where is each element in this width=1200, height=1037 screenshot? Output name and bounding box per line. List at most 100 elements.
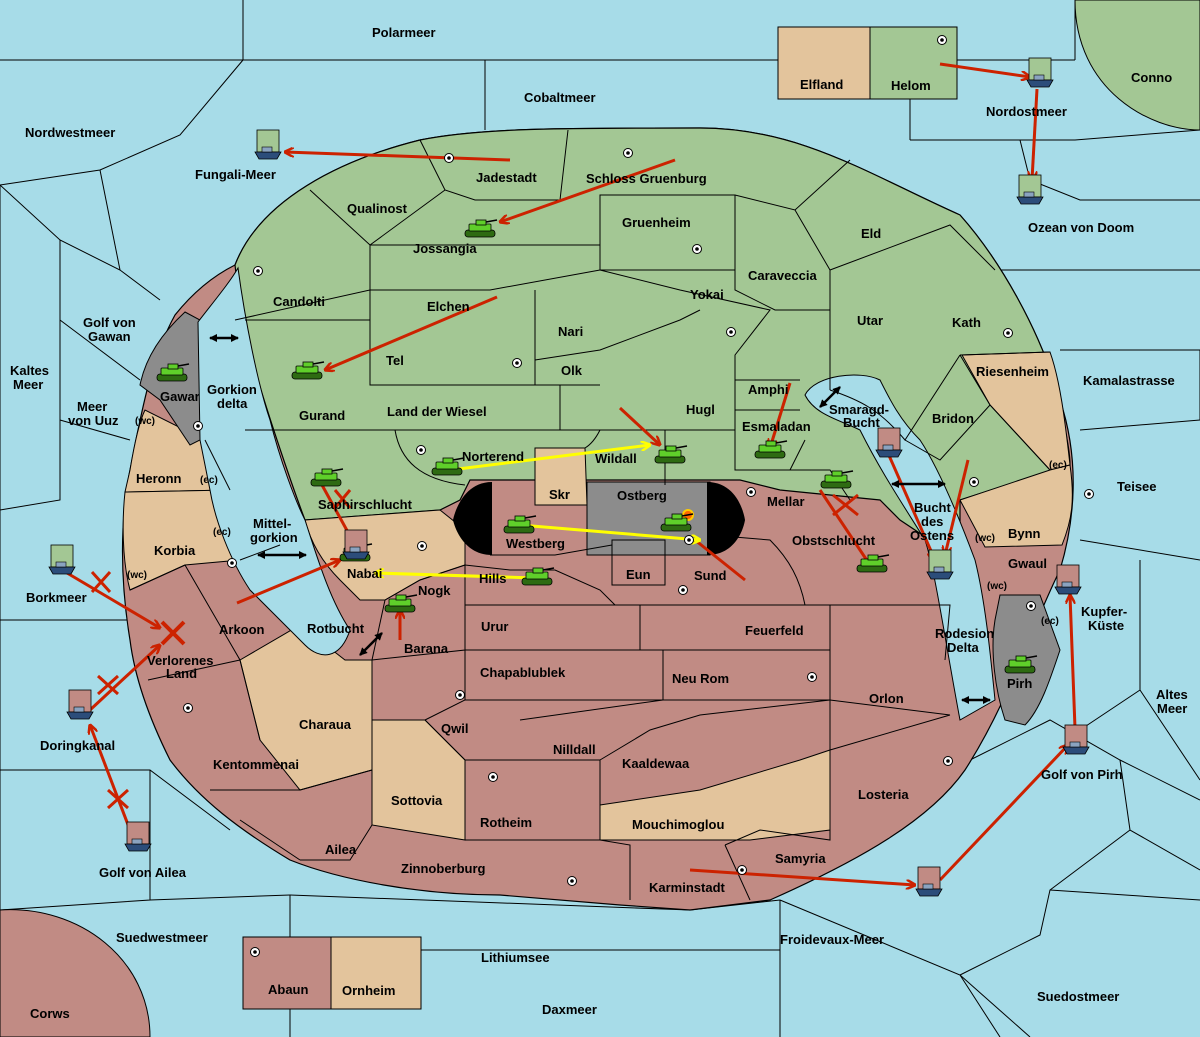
- tank-icon[interactable]: [291, 361, 325, 380]
- label-golf-von-pirh: Golf von Pirh: [1041, 767, 1123, 782]
- tank-icon[interactable]: [156, 363, 190, 382]
- label-heronn: Heronn: [136, 471, 182, 486]
- region-elfland[interactable]: [777, 26, 871, 100]
- supply-center-icon: [678, 585, 688, 595]
- supply-center-icon: [227, 558, 237, 568]
- label-golf-von-gawan-2: Gawan: [88, 329, 131, 344]
- supply-centers: [183, 35, 1094, 957]
- label-helom: Helom: [891, 78, 931, 93]
- region-sottovia[interactable]: [371, 719, 466, 841]
- label-fungali-meer: Fungali-Meer: [195, 167, 276, 182]
- label-tel: Tel: [386, 353, 404, 368]
- fleet-icon[interactable]: [1016, 174, 1044, 205]
- coast-korbia-ec: (ec): [213, 527, 231, 538]
- label-teisee: Teisee: [1117, 479, 1157, 494]
- label-ozean-von-doom: Ozean von Doom: [1028, 220, 1134, 235]
- fleet-icon[interactable]: [66, 689, 94, 720]
- tank-icon[interactable]: [754, 440, 788, 459]
- tank-icon[interactable]: [521, 567, 555, 586]
- tank-icon[interactable]: [820, 470, 854, 489]
- label-smaragd-bucht-2: Bucht: [843, 415, 881, 430]
- label-amphi: Amphi: [748, 382, 788, 397]
- label-bucht-des-ostens-2: des: [921, 514, 943, 529]
- label-golf-von-ailea: Golf von Ailea: [99, 865, 187, 880]
- land-borders: [129, 129, 1051, 901]
- coast-bynn-wc: (wc): [975, 533, 995, 544]
- label-polarmeer: Polarmeer: [372, 25, 436, 40]
- supply-center-icon: [623, 148, 633, 158]
- fleet-icon[interactable]: [926, 549, 954, 580]
- supply-center-icon: [183, 703, 193, 713]
- fleet-icon[interactable]: [1054, 564, 1082, 595]
- label-smaragd-bucht-1: Smaragd-: [829, 402, 889, 417]
- label-mouchimoglou: Mouchimoglou: [632, 817, 724, 832]
- label-gruenheim: Gruenheim: [622, 215, 691, 230]
- region-bynn[interactable]: [959, 464, 1073, 548]
- label-mellar: Mellar: [767, 494, 805, 509]
- supply-center-icon: [567, 876, 577, 886]
- label-candolti: Candolti: [273, 294, 325, 309]
- label-charaua: Charaua: [299, 717, 352, 732]
- supply-center-icon: [746, 487, 756, 497]
- label-nogk: Nogk: [418, 583, 451, 598]
- region-corws[interactable]: [0, 909, 151, 1037]
- fleet-icon[interactable]: [1026, 57, 1054, 88]
- label-qualinost: Qualinost: [347, 201, 408, 216]
- tank-icon[interactable]: [384, 594, 418, 613]
- label-skr: Skr: [549, 487, 570, 502]
- label-rotbucht: Rotbucht: [307, 621, 365, 636]
- label-elfland: Elfland: [800, 77, 843, 92]
- fleet-icon[interactable]: [1062, 724, 1090, 755]
- label-land-der-wiesel: Land der Wiesel: [387, 404, 487, 419]
- tank-icon[interactable]: [654, 445, 688, 464]
- label-caraveccia: Caraveccia: [748, 268, 817, 283]
- inner-sea-gorkion[interactable]: [197, 266, 351, 656]
- supply-center-icon: [488, 772, 498, 782]
- label-jadestadt: Jadestadt: [476, 170, 537, 185]
- label-bucht-des-ostens-3: Ostens: [910, 528, 954, 543]
- label-verlorenes-land-2: Land: [166, 666, 197, 681]
- fleet-icon[interactable]: [342, 529, 370, 560]
- tank-icon[interactable]: [856, 554, 890, 573]
- label-bridon: Bridon: [932, 411, 974, 426]
- fleet-icon[interactable]: [254, 129, 282, 160]
- tank-icon[interactable]: [464, 219, 498, 238]
- supply-center-icon: [455, 690, 465, 700]
- supply-center-icon: [250, 947, 260, 957]
- fleet-icon[interactable]: [124, 821, 152, 852]
- label-sund: Sund: [694, 568, 727, 583]
- fleet-icon[interactable]: [915, 866, 943, 897]
- label-verlorenes-land-1: Verlorenes: [147, 653, 214, 668]
- label-nari: Nari: [558, 324, 583, 339]
- tank-icon[interactable]: [503, 515, 537, 534]
- label-kath: Kath: [952, 315, 981, 330]
- fleet-icon[interactable]: [48, 544, 76, 575]
- label-suedwestmeer: Suedwestmeer: [116, 930, 208, 945]
- tank-icon[interactable]: [431, 457, 465, 476]
- region-conno[interactable]: [1074, 0, 1200, 131]
- label-samyria: Samyria: [775, 851, 826, 866]
- coast-heronn-ec: (ec): [200, 475, 218, 486]
- tank-icon[interactable]: [1004, 655, 1038, 674]
- label-doringkanal: Doringkanal: [40, 738, 115, 753]
- label-froidevaux-meer: Froidevaux-Meer: [780, 932, 884, 947]
- label-saphirschlucht: Saphirschlucht: [318, 497, 413, 512]
- label-olk: Olk: [561, 363, 583, 378]
- tank-icon[interactable]: [310, 468, 344, 487]
- label-mittelgorkion-1: Mittel-: [253, 516, 291, 531]
- label-feuerfeld: Feuerfeld: [745, 623, 804, 638]
- units: [48, 57, 1090, 897]
- continent-green-north: [234, 127, 1071, 562]
- tank-icon[interactable]: [660, 513, 694, 532]
- failed-marks: [90, 489, 859, 810]
- label-nilldall: Nilldall: [553, 742, 596, 757]
- label-ornheim: Ornheim: [342, 983, 395, 998]
- fleet-icon[interactable]: [875, 427, 903, 458]
- label-kupfer-kueste-1: Kupfer-: [1081, 604, 1127, 619]
- region-ornheim[interactable]: [330, 936, 422, 1010]
- supply-center-icon: [737, 865, 747, 875]
- label-kaltes-meer-2: Meer: [13, 377, 43, 392]
